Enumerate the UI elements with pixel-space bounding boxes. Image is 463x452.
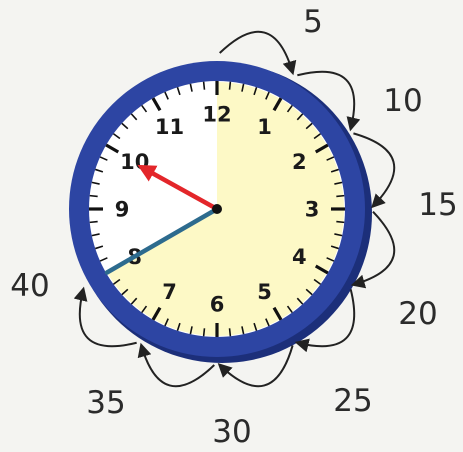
hour-number-9: 9 (115, 198, 130, 222)
minute-label-10: 10 (383, 83, 422, 119)
hour-number-1: 1 (257, 115, 272, 139)
minute-tick (336, 222, 344, 223)
minute-tick (336, 196, 344, 197)
minute-tick (90, 222, 98, 223)
hour-number-11: 11 (155, 115, 184, 139)
hour-number-2: 2 (292, 150, 307, 174)
minute-label-20: 20 (398, 296, 437, 332)
minute-tick (230, 328, 231, 336)
minute-label-30: 30 (212, 414, 251, 450)
minute-tick (230, 82, 231, 90)
hour-number-6: 6 (210, 293, 225, 317)
clock-center-pin (212, 204, 222, 214)
hour-number-5: 5 (257, 280, 272, 304)
minute-label-35: 35 (86, 385, 125, 421)
minute-label-5: 5 (303, 4, 323, 40)
hour-number-12: 12 (202, 103, 231, 127)
minute-label-25: 25 (333, 383, 372, 419)
hour-number-7: 7 (162, 280, 177, 304)
hour-number-3: 3 (305, 198, 320, 222)
minute-label-40: 40 (10, 268, 49, 304)
hour-number-4: 4 (292, 245, 307, 269)
minute-tick (204, 328, 205, 336)
minute-label-15: 15 (418, 187, 457, 223)
minute-tick (90, 196, 98, 197)
minute-tick (204, 82, 205, 90)
